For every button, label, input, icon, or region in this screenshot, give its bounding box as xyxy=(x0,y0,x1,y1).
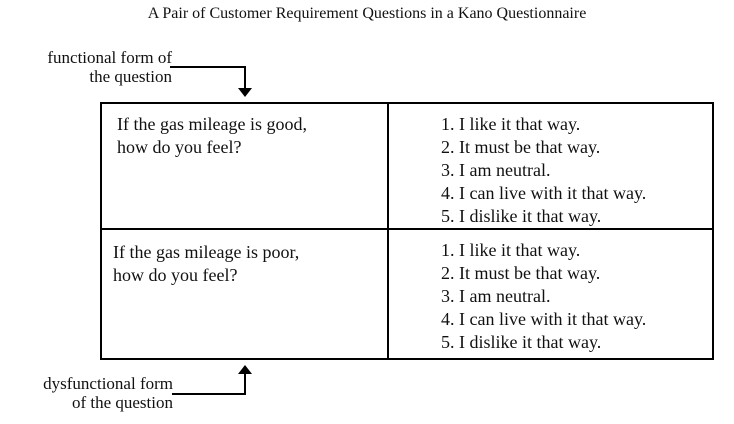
answer-option: 4. I can live with it that way. xyxy=(441,183,647,203)
questionnaire-table xyxy=(100,102,714,360)
functional-form-label: functional form of the question xyxy=(47,48,172,86)
dysfunctional-arrow xyxy=(172,365,252,395)
answer-option: 1. I like it that way. xyxy=(441,240,581,260)
dysfunctional-form-label: dysfunctional form of the question xyxy=(43,374,173,412)
answer-option: 2. It must be that way. xyxy=(441,263,601,283)
label-line: dysfunctional form xyxy=(43,374,173,393)
dysfunctional-question: If the gas mileage is poor, how do you f… xyxy=(113,241,299,287)
diagram-title: A Pair of Customer Requirement Questions… xyxy=(147,5,587,22)
answer-option: 3. I am neutral. xyxy=(441,160,551,180)
question-line: If the gas mileage is good, xyxy=(117,114,307,134)
answer-option: 5. I dislike it that way. xyxy=(441,332,602,352)
label-line: the question xyxy=(89,67,172,86)
question-line: If the gas mileage is poor, xyxy=(113,242,300,262)
answer-option: 1. I like it that way. xyxy=(441,114,581,134)
label-line: of the question xyxy=(71,393,173,412)
answer-option: 3. I am neutral. xyxy=(441,286,551,306)
functional-question: If the gas mileage is good, how do you f… xyxy=(117,113,307,159)
question-line: how do you feel? xyxy=(113,265,238,285)
answer-option: 4. I can live with it that way. xyxy=(441,309,647,329)
functional-answers: 1. I like it that way. 2. It must be tha… xyxy=(441,113,646,228)
question-line: how do you feel? xyxy=(117,137,242,157)
answer-option: 5. I dislike it that way. xyxy=(441,206,602,226)
row-divider xyxy=(100,228,714,230)
label-line: functional form of xyxy=(47,48,172,67)
answer-option: 2. It must be that way. xyxy=(441,137,601,157)
column-divider xyxy=(387,102,389,360)
functional-arrow xyxy=(170,66,252,97)
dysfunctional-answers: 1. I like it that way. 2. It must be tha… xyxy=(441,239,646,354)
